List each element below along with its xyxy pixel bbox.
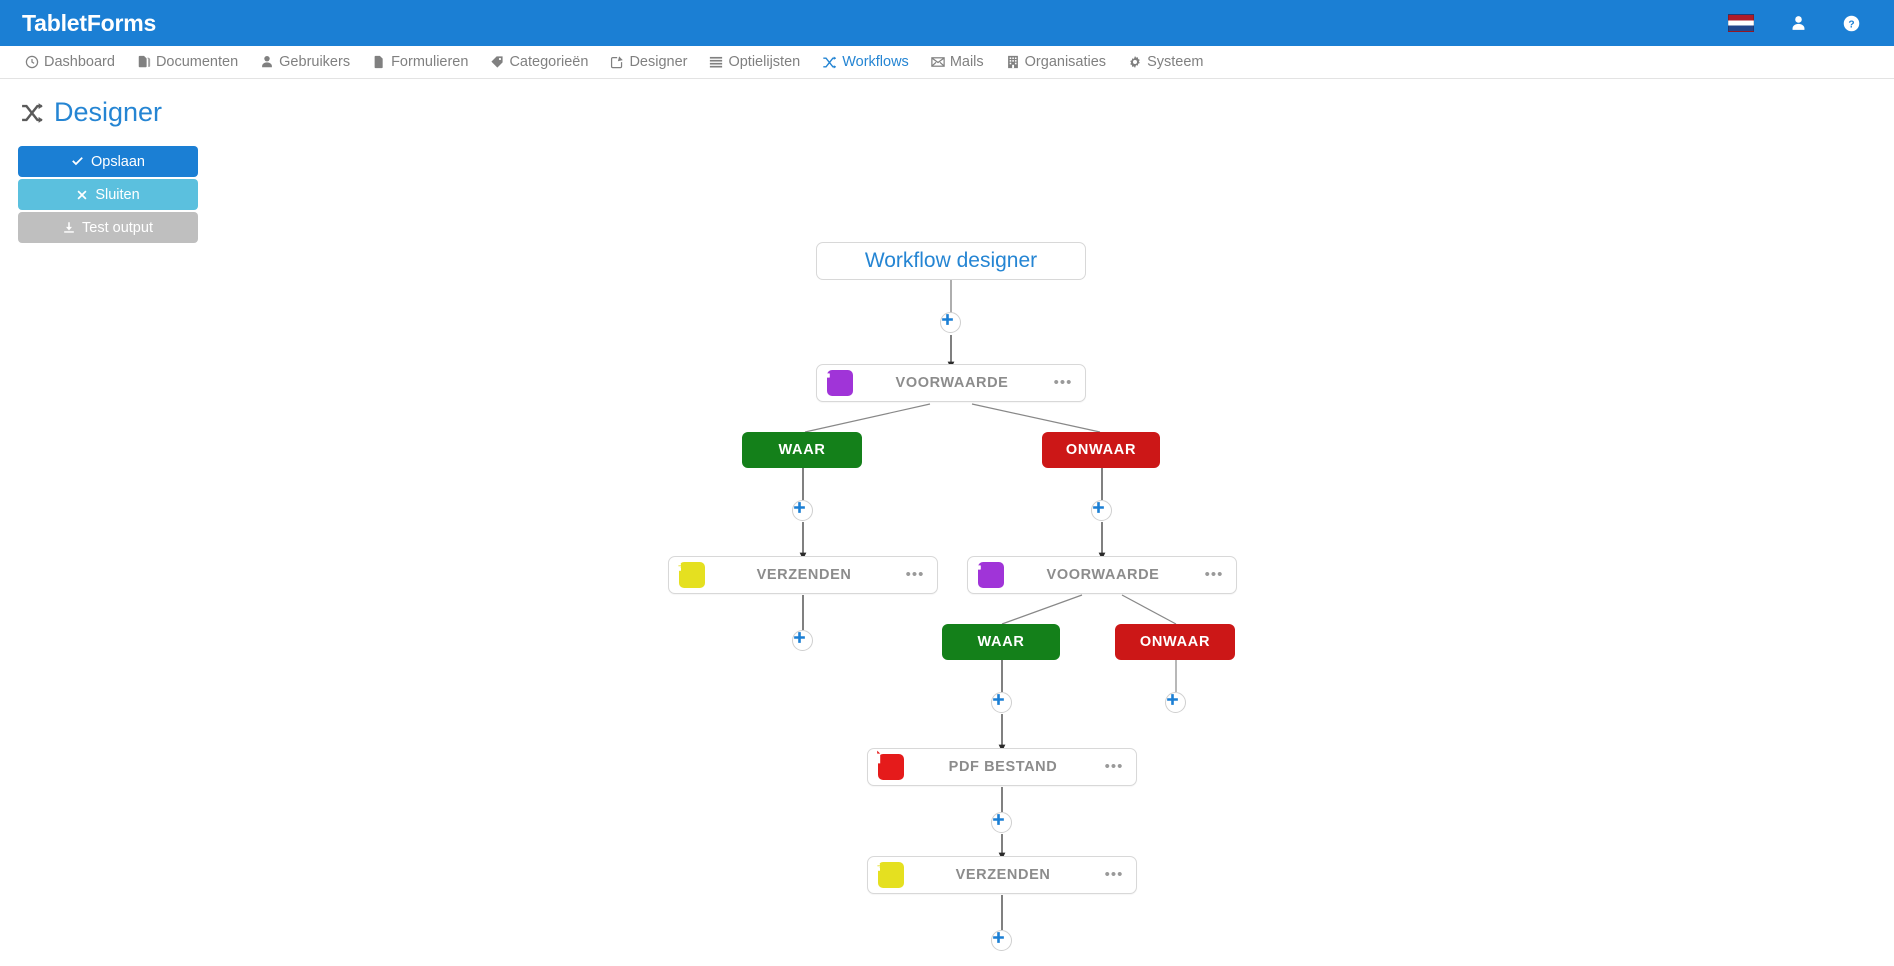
workflow-node-voorwaarde-1[interactable]: VOORWAARDE ••• [816, 364, 1086, 402]
top-bar: TabletForms ? [0, 0, 1894, 46]
nav-item-label: Formulieren [391, 54, 469, 70]
workflow-branch-onwaar-1[interactable]: ONWAAR [1042, 432, 1160, 468]
top-bar-right-group: ? [1728, 0, 1884, 46]
workflow-node-label: VERZENDEN [756, 567, 852, 583]
workflow-branch-label: ONWAAR [1065, 442, 1137, 458]
workflow-node-verzenden-2[interactable]: VERZENDEN ••• [867, 856, 1137, 894]
node-menu-icon[interactable]: ••• [1053, 374, 1073, 391]
close-icon [76, 189, 88, 201]
nav-item-gebruikers[interactable]: Gebruikers [249, 46, 361, 79]
add-step-button[interactable] [991, 930, 1012, 951]
shuffle-icon [20, 101, 44, 125]
test-output-button-label: Test output [82, 219, 153, 236]
node-menu-icon[interactable]: ••• [1104, 758, 1124, 775]
close-button[interactable]: Sluiten [18, 179, 198, 210]
condition-icon [820, 366, 853, 396]
workflow-node-voorwaarde-2[interactable]: VOORWAARDE ••• [967, 556, 1237, 594]
send-icon [673, 558, 705, 588]
nav-item-label: Categorieën [509, 54, 589, 70]
workflow-node-pdf-bestand[interactable]: PDF BESTAND ••• [867, 748, 1137, 786]
workflow-node-label: VOORWAARDE [1046, 567, 1160, 583]
save-button[interactable]: Opslaan [18, 146, 198, 177]
nav-item-label: Systeem [1147, 54, 1204, 70]
workflow-branch-label: WAAR [778, 442, 826, 458]
send-icon [872, 858, 904, 888]
nav-item-categorieen[interactable]: Categorieën [479, 46, 599, 79]
condition-icon [971, 558, 1004, 588]
nav-item-organisaties[interactable]: Organisaties [995, 46, 1117, 79]
nav-item-label: Organisaties [1024, 54, 1107, 70]
workflow-branch-label: WAAR [977, 634, 1025, 650]
nav-item-systeem[interactable]: Systeem [1117, 46, 1214, 79]
svg-text:?: ? [1848, 19, 1854, 30]
download-icon [63, 221, 75, 234]
page-header: Designer [0, 79, 1894, 128]
workflow-node-label: PDF BESTAND [948, 759, 1058, 775]
workflow-root-node[interactable]: Workflow designer [816, 242, 1086, 280]
nav-item-documenten[interactable]: Documenten [126, 46, 249, 79]
envelope-icon [931, 55, 945, 69]
add-step-button[interactable] [940, 312, 961, 333]
close-button-label: Sluiten [95, 186, 140, 203]
node-menu-icon[interactable]: ••• [1204, 566, 1224, 583]
user-icon[interactable] [1790, 15, 1807, 32]
workflow-branch-waar-2[interactable]: WAAR [942, 624, 1060, 660]
gear-icon [1128, 55, 1142, 69]
action-button-group: Opslaan Sluiten Test output [18, 146, 198, 245]
check-icon [71, 155, 84, 168]
nav-item-label: Designer [629, 54, 688, 70]
netherlands-flag-icon[interactable] [1728, 14, 1754, 32]
documents-icon [137, 55, 151, 69]
workflow-branch-waar-1[interactable]: WAAR [742, 432, 862, 468]
nav-item-formulieren[interactable]: Formulieren [361, 46, 479, 79]
nav-item-label: Dashboard [44, 54, 115, 70]
add-step-button[interactable] [1165, 692, 1186, 713]
workflow-node-verzenden-1[interactable]: VERZENDEN ••• [668, 556, 938, 594]
add-step-button[interactable] [792, 500, 813, 521]
workflow-branch-onwaar-2[interactable]: ONWAAR [1115, 624, 1235, 660]
shuffle-icon [822, 55, 837, 70]
nav-item-workflows[interactable]: Workflows [811, 46, 920, 79]
main-navigation: Dashboard Documenten Gebruikers Formulie… [0, 46, 1894, 79]
file-icon [372, 55, 386, 69]
nav-item-label: Gebruikers [279, 54, 351, 70]
nav-item-dashboard[interactable]: Dashboard [14, 46, 126, 79]
add-step-button[interactable] [792, 630, 813, 651]
user-icon [260, 55, 274, 69]
nav-item-label: Mails [949, 54, 984, 70]
workflow-node-label: VERZENDEN [955, 867, 1051, 883]
page-title: Designer [54, 97, 163, 127]
edit-square-icon [610, 55, 624, 69]
node-menu-icon[interactable]: ••• [905, 566, 925, 583]
tag-icon [490, 55, 504, 69]
nav-item-label: Optielijsten [728, 54, 801, 70]
clock-icon [25, 55, 39, 69]
nav-item-optielijsten[interactable]: Optielijsten [698, 46, 811, 79]
workflow-node-label: VOORWAARDE [895, 375, 1009, 391]
list-icon [709, 55, 723, 69]
nav-item-label: Documenten [155, 54, 239, 70]
add-step-button[interactable] [1091, 500, 1112, 521]
nav-item-mails[interactable]: Mails [920, 46, 995, 79]
help-icon[interactable]: ? [1843, 15, 1860, 32]
save-button-label: Opslaan [90, 153, 145, 170]
nav-item-designer[interactable]: Designer [599, 46, 698, 79]
test-output-button[interactable]: Test output [18, 212, 198, 243]
workflow-branch-label: ONWAAR [1139, 634, 1211, 650]
add-step-button[interactable] [991, 812, 1012, 833]
pdf-file-icon [872, 750, 904, 780]
add-step-button[interactable] [991, 692, 1012, 713]
workflow-root-label: Workflow designer [864, 249, 1038, 272]
nav-item-label: Workflows [842, 54, 909, 70]
building-icon [1006, 55, 1020, 69]
node-menu-icon[interactable]: ••• [1104, 866, 1124, 883]
brand-title: TabletForms [22, 9, 157, 36]
